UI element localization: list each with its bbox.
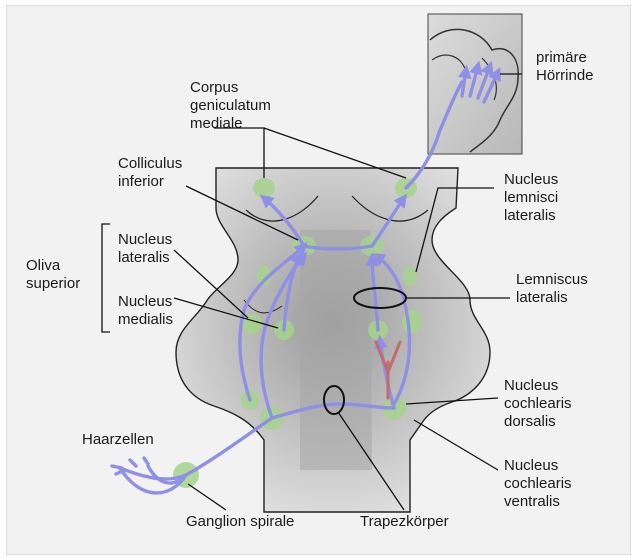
label-corpus-geniculatum: Corpus geniculatum mediale [190, 79, 275, 132]
label-nucleus-cochlearis-dorsalis: Nucleus cochlearis dorsalis [504, 377, 576, 430]
label-nucleus-lemnisci: Nucleus lemnisci lateralis [504, 171, 562, 224]
label-nucleus-lateralis: Nucleus lateralis [118, 231, 176, 266]
label-haarzellen: Haarzellen [82, 431, 154, 448]
label-colliculus-inferior: Colliculus inferior [118, 155, 186, 190]
cortex-inset [428, 14, 522, 154]
brainstem [176, 168, 490, 512]
olive-left-medial [242, 314, 262, 334]
label-primaere-hoerrinde: primäre Hörrinde [536, 49, 594, 84]
olive-right-medial [402, 310, 422, 334]
label-nucleus-cochlearis-ventralis: Nucleus cochlearis ventralis [504, 457, 576, 510]
label-nucleus-medialis: Nucleus medialis [118, 293, 176, 328]
label-oliva-superior: Oliva superior [26, 257, 80, 292]
label-trapezkoerper: Trapezkörper [360, 513, 449, 530]
label-ganglion-spirale: Ganglion spirale [186, 513, 294, 530]
lemnisci-right [403, 266, 417, 286]
corpus-geniculatum-left [253, 178, 275, 198]
label-lemniscus-lateralis: Lemniscus lateralis [516, 271, 592, 306]
